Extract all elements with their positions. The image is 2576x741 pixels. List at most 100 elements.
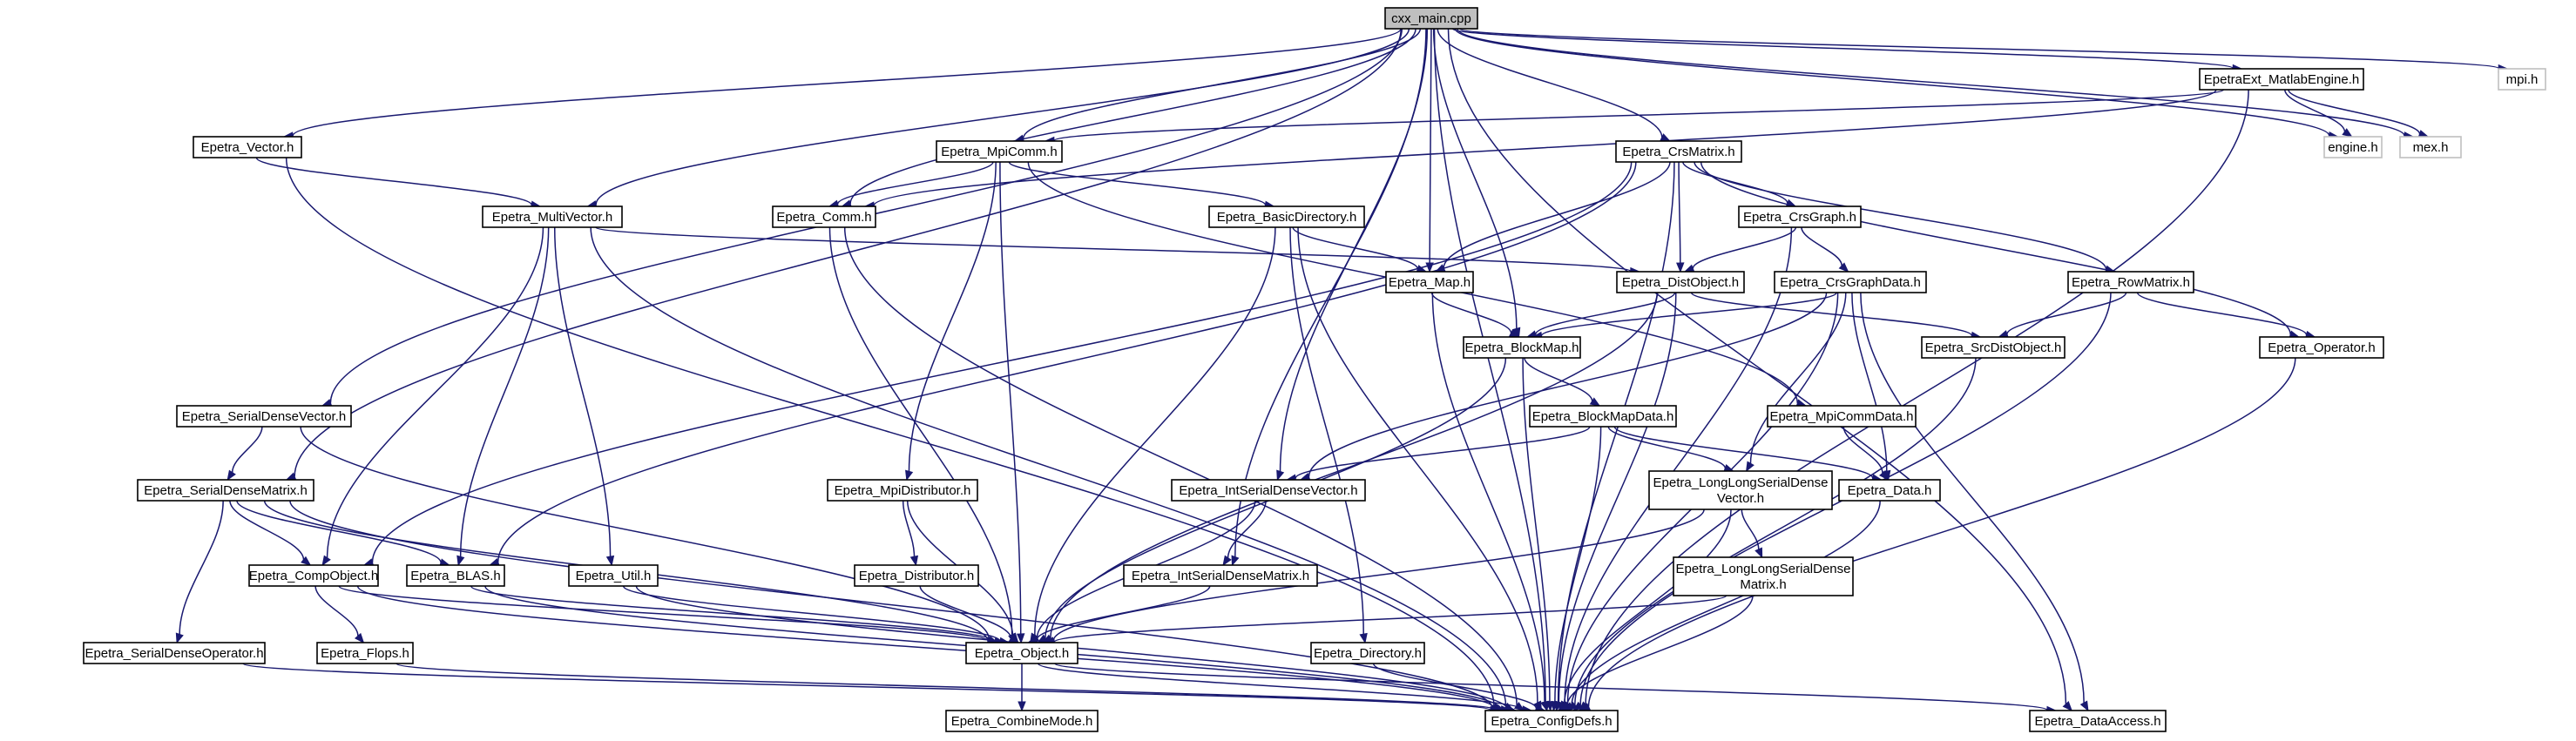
node-serialdensevector[interactable]: Epetra_SerialDenseVector.h xyxy=(176,405,352,428)
node-box[interactable] xyxy=(2259,336,2384,359)
node-blas[interactable]: Epetra_BLAS.h xyxy=(406,564,505,587)
node-box[interactable] xyxy=(1616,271,1745,293)
node-directory[interactable]: Epetra_Directory.h xyxy=(1310,642,1425,664)
edge-line xyxy=(843,226,1518,706)
node-box[interactable] xyxy=(1615,140,1742,163)
node-box[interactable] xyxy=(176,405,352,428)
node-box[interactable] xyxy=(827,479,978,502)
node-map[interactable]: Epetra_Map.h xyxy=(1385,271,1474,293)
node-box[interactable] xyxy=(1463,336,1581,359)
node-box[interactable] xyxy=(2067,271,2194,293)
edge-line xyxy=(1534,292,1676,335)
node-box[interactable] xyxy=(854,564,979,587)
node-intserialdensevector[interactable]: Epetra_IntSerialDenseVector.h xyxy=(1171,479,1366,502)
node-mpidistributor[interactable]: Epetra_MpiDistributor.h xyxy=(827,479,978,502)
node-intserialdensematrix[interactable]: Epetra_IntSerialDenseMatrix.h xyxy=(1123,564,1318,587)
node-box[interactable] xyxy=(1208,205,1365,228)
node-box[interactable] xyxy=(1921,336,2066,359)
node-serialdensematrix[interactable]: Epetra_SerialDenseMatrix.h xyxy=(137,479,314,502)
node-box[interactable] xyxy=(1767,405,1917,428)
node-util[interactable]: Epetra_Util.h xyxy=(568,564,659,587)
node-box[interactable] xyxy=(2323,136,2383,158)
node-box[interactable] xyxy=(1838,479,1941,502)
node-crsgraphdata[interactable]: Epetra_CrsGraphData.h xyxy=(1774,271,1927,293)
node-box[interactable] xyxy=(2498,68,2546,91)
node-cxx_main[interactable]: cxx_main.cpp xyxy=(1384,7,1478,30)
node-vector[interactable]: Epetra_Vector.h xyxy=(193,136,302,158)
node-operator[interactable]: Epetra_Operator.h xyxy=(2259,336,2384,359)
node-box[interactable] xyxy=(1648,470,1833,510)
node-basicdir[interactable]: Epetra_BasicDirectory.h xyxy=(1208,205,1365,228)
node-box[interactable] xyxy=(1774,271,1927,293)
node-box[interactable] xyxy=(83,642,266,664)
node-compobject[interactable]: Epetra_CompObject.h xyxy=(248,564,379,587)
node-box[interactable] xyxy=(1123,564,1318,587)
node-combinemode[interactable]: Epetra_CombineMode.h xyxy=(945,710,1099,732)
node-box[interactable] xyxy=(1529,405,1677,428)
node-box[interactable] xyxy=(316,642,414,664)
node-box[interactable] xyxy=(1171,479,1366,502)
node-box[interactable] xyxy=(1384,7,1478,30)
node-label: Epetra_SrcDistObject.h xyxy=(1925,340,2062,355)
edge-line xyxy=(1292,226,1419,270)
node-label: Epetra_Data.h xyxy=(1848,483,1932,498)
node-box[interactable] xyxy=(568,564,659,587)
node-box[interactable] xyxy=(2399,136,2462,158)
edge-line xyxy=(1227,500,1267,558)
edge-line xyxy=(902,500,916,557)
node-engine[interactable]: engine.h xyxy=(2323,136,2383,158)
node-box[interactable] xyxy=(406,564,505,587)
arrowhead-icon xyxy=(1276,469,1285,482)
node-box[interactable] xyxy=(1484,710,1619,732)
node-box[interactable] xyxy=(2029,710,2167,732)
node-mpicommdata[interactable]: Epetra_MpiCommData.h xyxy=(1767,405,1917,428)
node-box[interactable] xyxy=(248,564,379,587)
node-mpi[interactable]: mpi.h xyxy=(2498,68,2546,91)
node-box[interactable] xyxy=(1310,642,1425,664)
edge-line xyxy=(1574,357,1977,705)
node-label: Epetra_CrsGraph.h xyxy=(1743,210,1856,225)
node-serialdenseoperator[interactable]: Epetra_SerialDenseOperator.h xyxy=(83,642,266,664)
edge-line xyxy=(1447,28,2067,704)
include-edge-map-to-blockmap xyxy=(1430,292,1520,338)
node-box[interactable] xyxy=(1385,271,1474,293)
arrowhead-icon xyxy=(321,555,331,567)
node-mpicomm[interactable]: Epetra_MpiComm.h xyxy=(936,140,1063,163)
node-box[interactable] xyxy=(482,205,623,228)
edge-line xyxy=(2006,292,2127,335)
node-box[interactable] xyxy=(1673,556,1854,596)
node-box[interactable] xyxy=(193,136,302,158)
node-multivector[interactable]: Epetra_MultiVector.h xyxy=(482,205,623,228)
node-blockmapdata[interactable]: Epetra_BlockMapData.h xyxy=(1529,405,1677,428)
node-crsmatrix[interactable]: Epetra_CrsMatrix.h xyxy=(1615,140,1742,163)
include-edge-longlongmatrix-to-configdefs xyxy=(1558,595,1754,711)
node-dataaccess[interactable]: Epetra_DataAccess.h xyxy=(2029,710,2167,732)
node-box[interactable] xyxy=(772,205,876,228)
node-rowmatrix[interactable]: Epetra_RowMatrix.h xyxy=(2067,271,2194,293)
node-box[interactable] xyxy=(936,140,1063,163)
node-blockmap[interactable]: Epetra_BlockMap.h xyxy=(1463,336,1581,359)
node-box[interactable] xyxy=(965,642,1078,664)
arrowhead-icon xyxy=(1540,700,1549,712)
node-distobject[interactable]: Epetra_DistObject.h xyxy=(1616,271,1745,293)
node-box[interactable] xyxy=(2199,68,2364,91)
node-comm[interactable]: Epetra_Comm.h xyxy=(772,205,876,228)
edge-line xyxy=(1289,226,1364,635)
node-flops[interactable]: Epetra_Flops.h xyxy=(316,642,414,664)
node-srcdistobject[interactable]: Epetra_SrcDistObject.h xyxy=(1921,336,2066,359)
node-box[interactable] xyxy=(137,479,314,502)
node-object[interactable]: Epetra_Object.h xyxy=(965,642,1078,664)
edge-line xyxy=(1308,292,1828,477)
node-crsgraph[interactable]: Epetra_CrsGraph.h xyxy=(1738,205,1862,228)
node-box[interactable] xyxy=(945,710,1099,732)
edge-line xyxy=(999,161,1022,635)
node-matlab[interactable]: EpetraExt_MatlabEngine.h xyxy=(2199,68,2364,91)
node-box[interactable] xyxy=(1738,205,1862,228)
arrowhead-icon xyxy=(2342,128,2353,138)
node-configdefs[interactable]: Epetra_ConfigDefs.h xyxy=(1484,710,1619,732)
node-data[interactable]: Epetra_Data.h xyxy=(1838,479,1941,502)
node-mex[interactable]: mex.h xyxy=(2399,136,2462,158)
node-distributor[interactable]: Epetra_Distributor.h xyxy=(854,564,979,587)
